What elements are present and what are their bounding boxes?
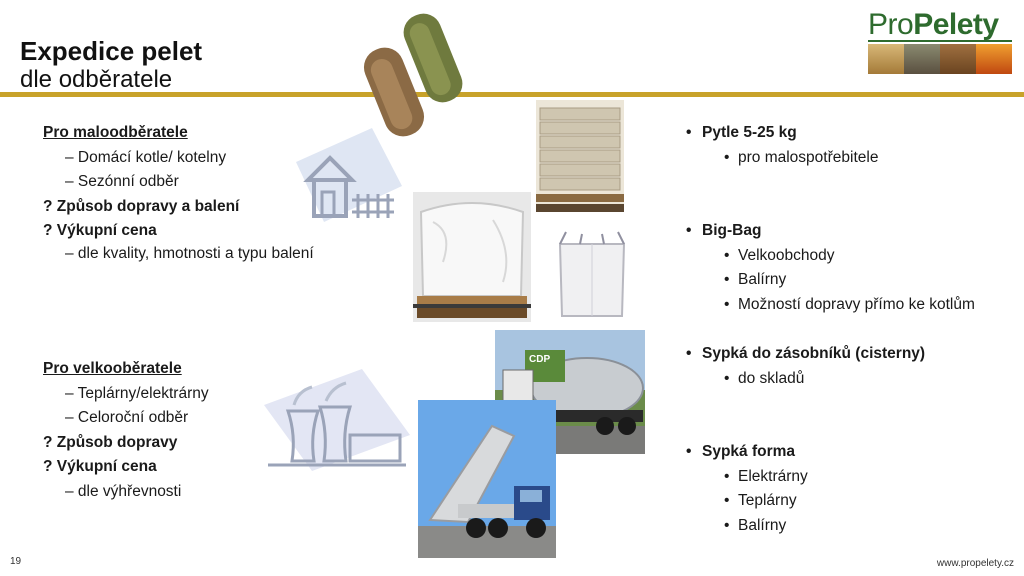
house-illustration (296, 128, 402, 222)
right-group-bags: Pytle 5-25 kg pro malospotřebitele (686, 121, 1016, 170)
right-group-bags-title: Pytle 5-25 kg (686, 121, 1016, 146)
large-question-transport: ? Způsob dopravy (43, 433, 178, 451)
bigbag-pallet-photo (413, 192, 531, 322)
bag-pallet-photo (536, 100, 624, 212)
large-price-detail: – dle výhřevnosti (65, 482, 182, 500)
logo-image-strip (868, 44, 1012, 74)
logo-strip-pellets (940, 44, 976, 74)
small-question-price: ? Výkupní cena (43, 222, 157, 240)
right-group-bulk-tanks-item: do skladů (686, 367, 1016, 392)
logo-text-pro: Pro (868, 8, 914, 41)
right-group-bulk-form: Sypká forma Elektrárny Teplárny Balírny (686, 440, 1016, 538)
right-group-bulk-form-item: Elektrárny (686, 465, 1016, 490)
small-consumers-block: Pro maloodběratele – Domácí kotle/ kotel… (43, 121, 333, 264)
logo-underline (868, 40, 1012, 42)
slide-title: Expedice pelet (20, 36, 203, 66)
logo-text: ProPelety (868, 8, 1014, 42)
right-group-bulk-form-item: Balírny (686, 514, 1016, 539)
empty-bigbag-photo (550, 226, 634, 324)
power-plant-illustration (264, 369, 410, 471)
logo-strip-woodchips (904, 44, 940, 74)
large-question-price: ? Výkupní cena (43, 458, 157, 476)
logo-text-pelety: Pelety (913, 8, 999, 41)
right-group-bigbag: Big-Bag Velkoobchody Balírny Možností do… (686, 219, 1016, 317)
truck-cdp-label: CDP (529, 354, 550, 365)
large-consumers-block: Pro velkooběratele – Teplárny/elektrárny… (43, 357, 333, 505)
large-item-plants: – Teplárny/elektrárny (65, 384, 209, 402)
right-group-bigbag-item: Balírny (686, 268, 1016, 293)
right-group-bigbag-title: Big-Bag (686, 219, 1016, 244)
right-group-bags-item: pro malospotřebitele (686, 146, 1016, 171)
pellet-green-icon (403, 13, 463, 103)
small-item-boilers: – Domácí kotle/ kotelny (65, 148, 227, 166)
right-group-bigbag-item: Možností dopravy přímo ke kotlům (686, 293, 1016, 318)
small-question-transport: ? Způsob dopravy a balení (43, 197, 240, 215)
slide-subtitle: dle odběratele (20, 66, 173, 93)
small-price-detail: – dle kvality, hmotnosti a typu balení (65, 244, 314, 262)
large-item-yearround: – Celoroční odběr (65, 409, 189, 427)
pellets-image (363, 13, 463, 137)
logo-strip-fire (976, 44, 1012, 74)
right-group-bulk-form-item: Teplárny (686, 489, 1016, 514)
right-group-bigbag-item: Velkoobchody (686, 244, 1016, 269)
footer-url[interactable]: www.propelety.cz (936, 558, 1014, 569)
right-group-bulk-tanks: Sypká do zásobníků (cisterny) do skladů (686, 342, 1016, 391)
dump-truck-photo (418, 400, 556, 558)
small-consumers-heading: Pro maloodběratele (43, 124, 188, 141)
large-consumers-heading: Pro velkooběratele (43, 360, 182, 377)
title-divider (0, 92, 1024, 97)
right-group-bulk-form-title: Sypká forma (686, 440, 1016, 465)
page-number: 19 (10, 556, 22, 567)
right-group-bulk-tanks-title: Sypká do zásobníků (cisterny) (686, 342, 1016, 367)
logo-strip-straw (868, 44, 904, 74)
small-item-seasonal: – Sezónní odběr (65, 173, 179, 191)
pellet-brown-icon (363, 47, 425, 137)
propelety-logo: ProPelety (868, 8, 1014, 74)
